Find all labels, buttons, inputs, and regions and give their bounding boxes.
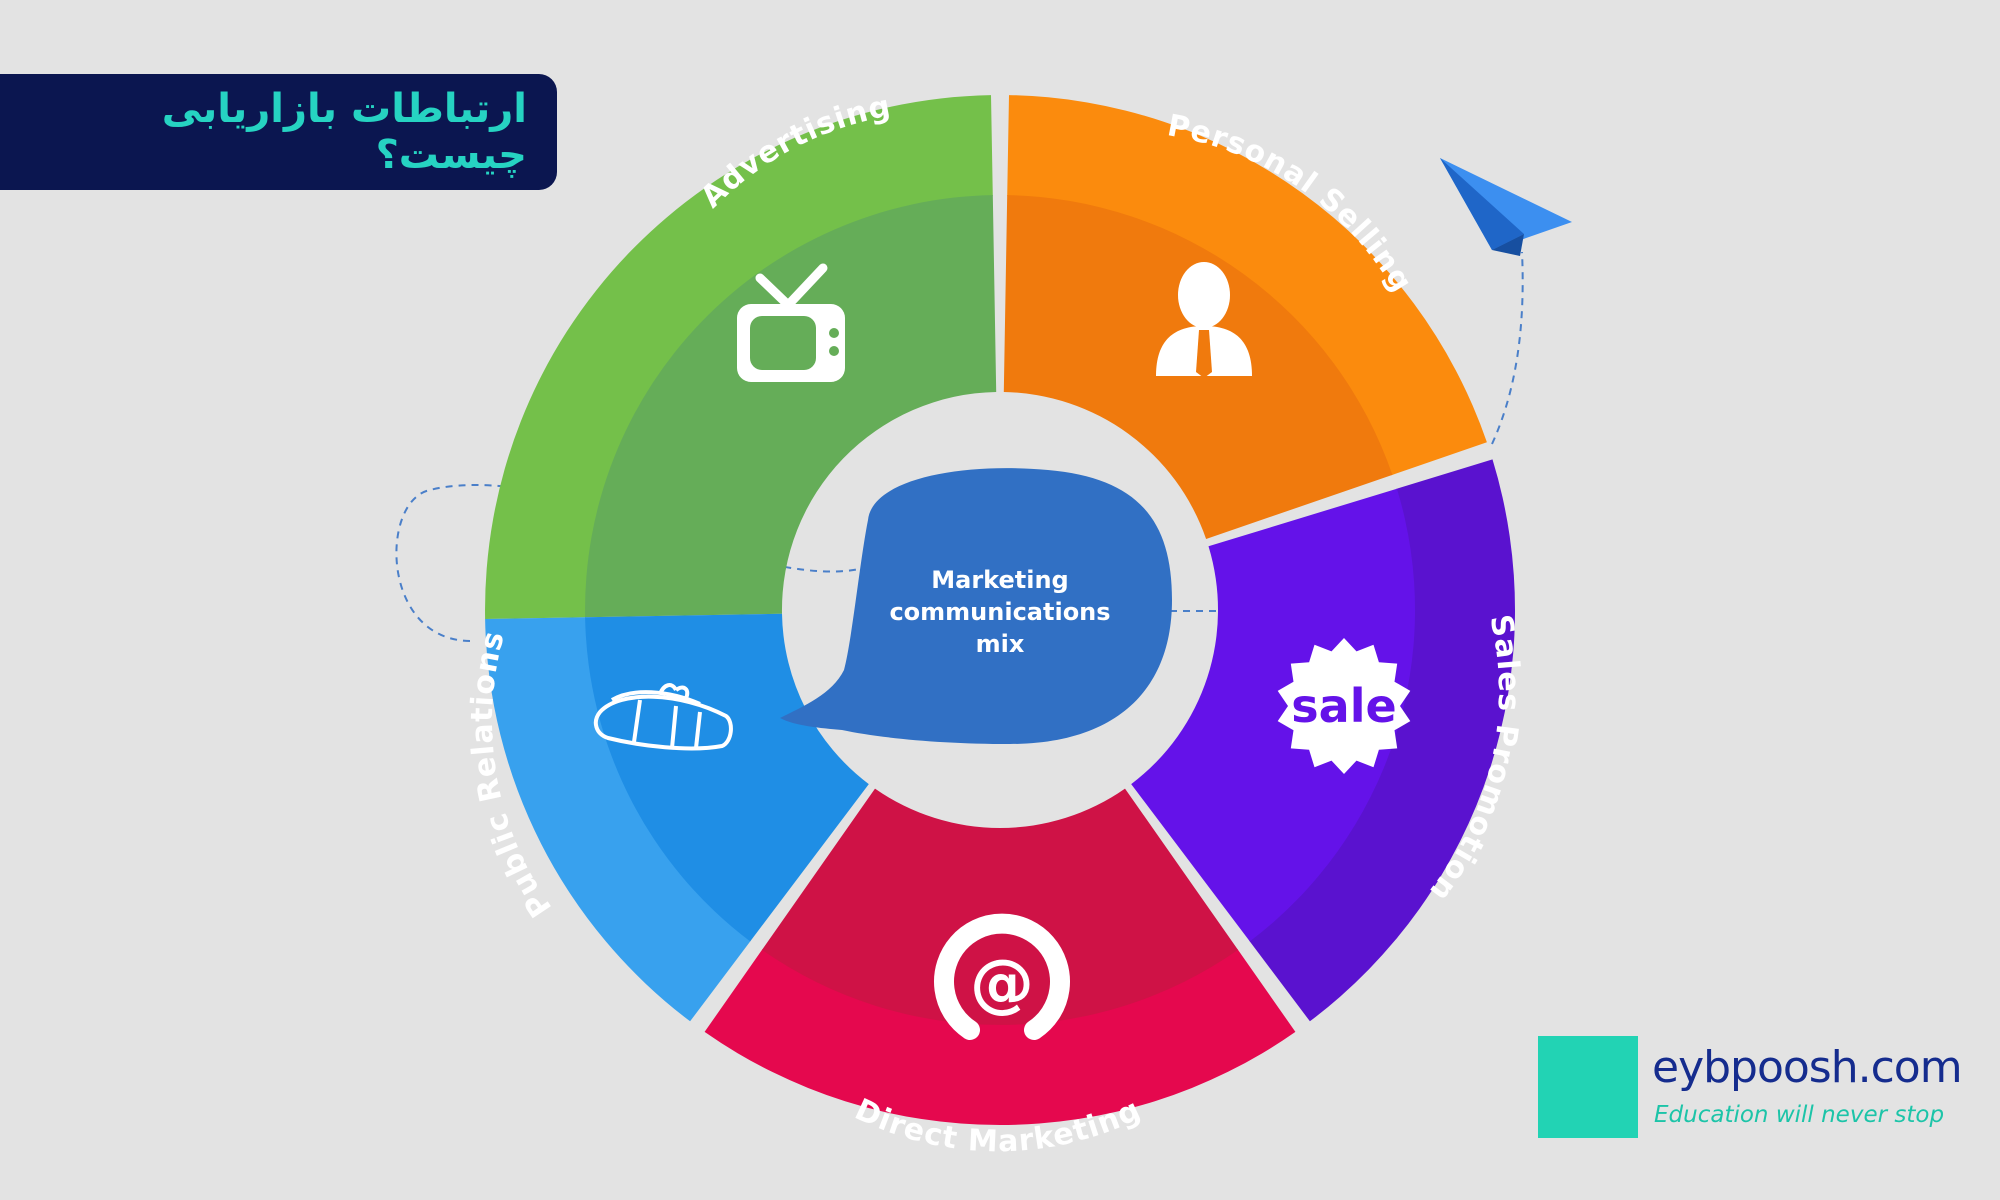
logo-mark-icon xyxy=(1538,1036,1638,1138)
logo-tagline: Education will never stop xyxy=(1654,1102,1945,1128)
at-sign-icon: @ xyxy=(934,913,1070,1040)
center-label-line-2: communications xyxy=(889,598,1110,626)
dashed-line-plane xyxy=(1491,251,1524,445)
segments xyxy=(485,95,1516,1126)
segment-personal-selling-rim xyxy=(1007,95,1487,476)
sale-badge-text: sale xyxy=(1291,679,1396,733)
logo: eybpoosh.com Education will never stop xyxy=(1538,1024,1963,1144)
segment-advertising-rim xyxy=(485,95,993,620)
segment-public-relations-rim xyxy=(485,617,751,1022)
segment-direct-marketing xyxy=(762,788,1238,1025)
speech-bubble xyxy=(780,468,1172,744)
center-bubble: Marketing communications mix xyxy=(780,468,1172,744)
segment-advertising xyxy=(585,195,997,618)
paper-plane-icon xyxy=(1440,158,1572,256)
center-label-line-3: mix xyxy=(976,630,1025,658)
businessman-icon xyxy=(1156,262,1252,378)
segment-sales-promotion-rim xyxy=(1249,459,1516,1022)
newspaper-icon xyxy=(593,683,733,751)
segment-sales-promotion xyxy=(1131,488,1416,942)
svg-text:@: @ xyxy=(970,947,1034,1021)
title-banner: ارتباطات بازاریابی چیست؟ xyxy=(0,74,557,190)
page-title: ارتباطات بازاریابی چیست؟ xyxy=(161,86,527,178)
sale-badge-icon: sale xyxy=(1277,638,1411,774)
tv-icon xyxy=(737,263,845,382)
segment-direct-marketing-rim xyxy=(704,949,1296,1126)
center-label-line-1: Marketing xyxy=(931,566,1068,594)
logo-domain: eybpoosh.com xyxy=(1652,1042,1963,1093)
